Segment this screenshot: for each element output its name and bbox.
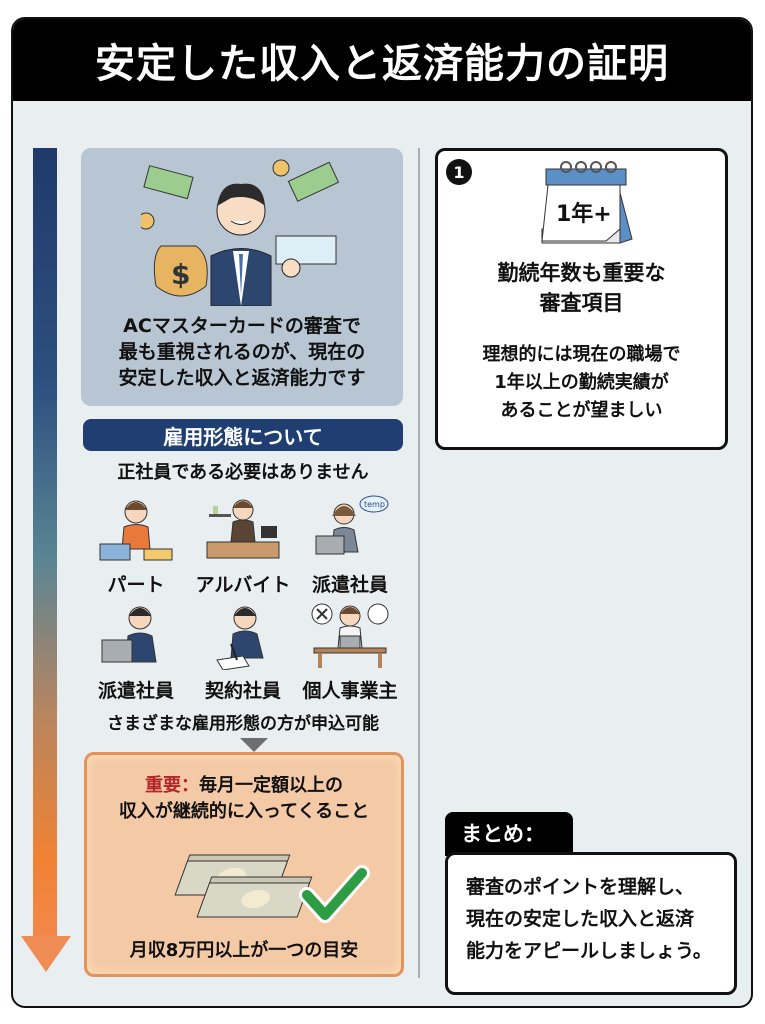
worker-signing-contract-icon (216, 606, 264, 671)
job-haken-2: 派遣社員 (83, 596, 189, 702)
job-label: 契約社員 (204, 680, 281, 702)
card-heading-line-1: 勤続年数も重要な (497, 261, 666, 285)
freelancer-desk-icon (311, 603, 389, 668)
important-line-2: 収入が継続的に入ってくること (118, 801, 370, 822)
card-heading-line-2: 審査項目 (539, 291, 624, 315)
office-worker-laptop-icon (101, 606, 157, 663)
job-label: アルバイト (195, 574, 291, 596)
summary-line-2: 現在の安定した収入と返済 (466, 908, 695, 930)
employment-footer: さまざまな雇用形態の方が申込可能 (107, 714, 379, 734)
job-haken: temp 派遣社員 (297, 490, 403, 596)
calendar-icon: 1年+ (541, 161, 633, 244)
job-kojin: 個人事業主 (297, 596, 403, 702)
employment-subtitle: 正社員である必要はありません (117, 462, 369, 483)
card-heading: 勤続年数も重要な 審査項目 (438, 258, 725, 318)
hero-line-3: 安定した収入と返済能力です (118, 367, 366, 389)
hero-line-1: ACマスターカードの審査で (123, 315, 361, 337)
employment-header: 雇用形態について (83, 419, 403, 451)
yen-banknotes-check-icon (174, 854, 370, 923)
summary-line-3: 能力をアピールしましょう。 (466, 940, 712, 962)
summary-box: 審査のポイントを理解し、 現在の安定した収入と返済 能力をアピールしましょう。 (445, 852, 737, 995)
important-line-1: 重要：毎月一定額以上の (87, 773, 401, 799)
number-badge: 1 (446, 159, 472, 185)
summary-line-1: 審査のポイントを理解し、 (466, 876, 695, 898)
hero-line-2: 最も重視されるのが、現在の (118, 341, 366, 363)
temp-worker-laptop-icon: temp (315, 495, 389, 555)
arrow-down-icon (21, 936, 71, 972)
card-body-line-2: 1年以上の勤続実績が (494, 372, 669, 393)
businessman-money-illustration: $ (141, 159, 340, 306)
waitress-with-tray-icon (206, 499, 280, 559)
gradient-arrow-shaft (33, 148, 57, 938)
summary-tab: まとめ： (445, 812, 573, 856)
card-body: 理想的には現在の職場で 1年以上の勤続実績が あることが望ましい (438, 341, 725, 425)
important-box: 重要：毎月一定額以上の 収入が継続的に入ってくること 月収8万円以上が一つの目安 (84, 752, 404, 977)
important-label: 重要： (145, 775, 199, 796)
important-text-1: 毎月一定額以上の (199, 775, 343, 796)
triangle-down-icon (240, 738, 268, 752)
svg-text:temp: temp (364, 500, 385, 509)
hero-panel: $ ACマスターカードの審査で 最も重視されるのが、現在の 安定した収入と返済能… (81, 148, 403, 406)
job-label: 派遣社員 (97, 680, 174, 702)
job-label: パート (107, 574, 165, 596)
title-bar: 安定した収入と返済能力の証明 (13, 19, 751, 101)
svg-text:1年+: 1年+ (556, 201, 612, 227)
job-arbeit: アルバイト (190, 490, 296, 596)
card-body-line-3: あることが望ましい (500, 400, 663, 421)
job-label: 個人事業主 (302, 680, 398, 702)
tenure-card: 1 1年+ 勤続年数も重要な 審査項目 理想的には現在の職場で 1年以上の勤続実… (435, 148, 728, 450)
part-timer-folding-clothes-icon (99, 500, 173, 561)
column-divider (418, 148, 420, 978)
income-guideline: 月収8万円以上が一つの目安 (129, 940, 359, 961)
page-title: 安定した収入と返済能力の証明 (95, 41, 669, 87)
job-keiyaku: 契約社員 (190, 596, 296, 702)
employment-type-grid: パート アルバイト temp 派遣社員 (83, 490, 403, 702)
svg-text:$: $ (171, 258, 190, 291)
job-label: 派遣社員 (311, 574, 388, 596)
card-body-line-1: 理想的には現在の職場で (482, 344, 681, 365)
job-part: パート (83, 490, 189, 596)
